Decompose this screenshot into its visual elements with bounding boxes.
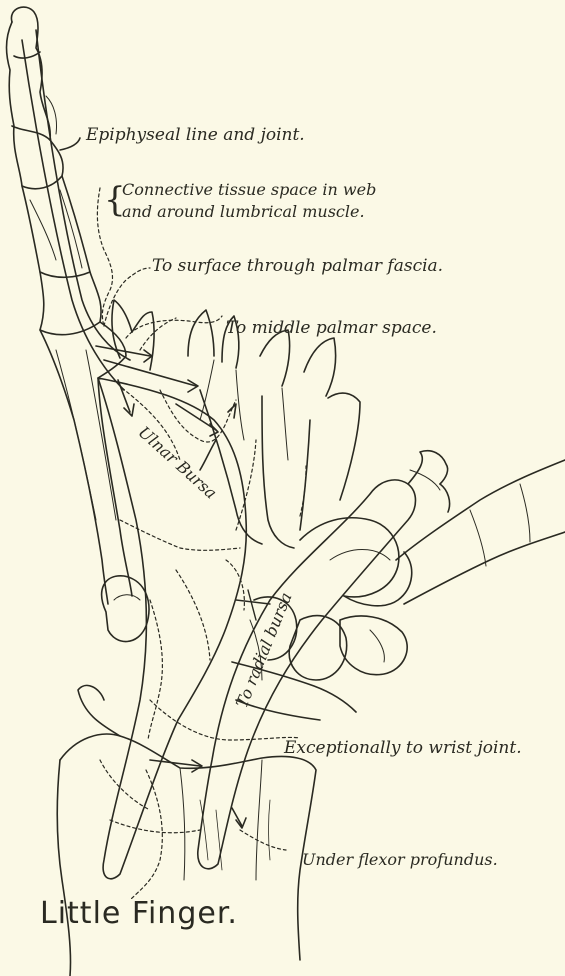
label-surface: To surface through palmar fascia. xyxy=(152,258,443,275)
label-wrist-joint: Exceptionally to wrist joint. xyxy=(284,740,522,757)
little-finger-bones xyxy=(7,7,150,642)
label-connective-line1: Connective tissue space in web xyxy=(122,182,376,198)
label-flexor: Under flexor profundus. xyxy=(302,852,498,868)
label-epiphyseal: Epiphyseal line and joint. xyxy=(86,127,305,144)
figure-caption: Little Finger. xyxy=(40,896,238,931)
label-middle-palmar: To middle palmar space. xyxy=(226,320,437,337)
spread-arrows xyxy=(96,346,246,828)
label-connective-line2: and around lumbrical muscle. xyxy=(122,204,365,220)
radial-bursa xyxy=(198,451,450,869)
thumb-bones xyxy=(396,460,565,604)
dashed-leader-lines xyxy=(97,188,306,900)
